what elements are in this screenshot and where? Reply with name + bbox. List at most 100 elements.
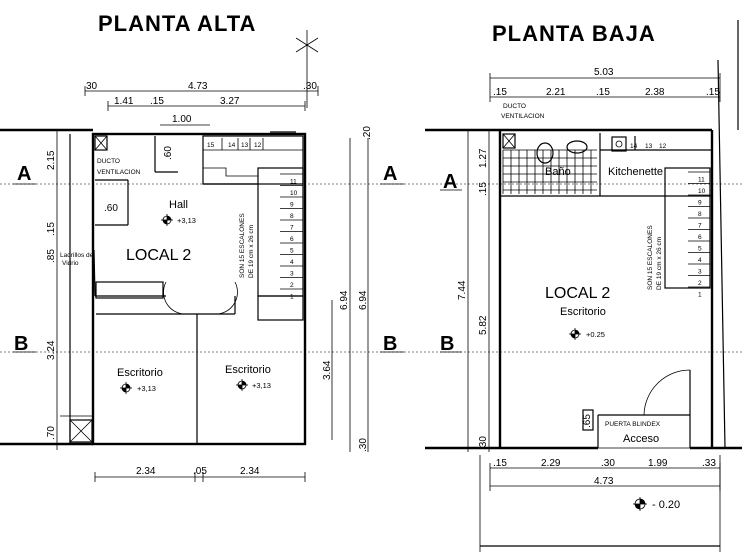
baja-ducto-label-1: DUCTO [503,103,526,110]
baja-step-num: 2 [698,280,702,287]
level-marker-icon [236,379,248,391]
alta-dim-top: 1.41 [114,96,134,107]
alta-dim-top: 3.27 [220,96,240,107]
alta-ducto-label-2: VENTILACION [97,169,141,176]
alta-ducto-label-1: DUCTO [97,158,120,165]
level-marker-icon [633,497,647,511]
level-marker-icon [161,214,173,226]
baja-dim-bottom: 1.99 [648,458,668,469]
alta-step-num: 14 [228,142,236,149]
baja-room-kitchenette: Kitchenette [608,166,663,178]
title-planta-alta: PLANTA ALTA [98,11,256,36]
baja-dim-bottom: .15 [493,458,507,469]
alta-step-num: 15 [207,142,215,149]
alta-step-num: 5 [290,248,294,255]
baja-dim-bottom: .33 [702,458,716,469]
alta-stairs-note-1: SON 15 ESCALONES [239,213,246,278]
axis-b-left: B [14,333,28,355]
alta-stairs [203,138,303,177]
baja-step-num: 3 [698,269,702,276]
alta-dim-left: 2.15 [46,150,57,170]
baja-dim-bottom: 2.29 [541,458,561,469]
alta-hall-level: +3,13 [177,216,196,225]
baja-puerta-label: PUERTA BLINDEX [605,421,661,428]
alta-step-num: 7 [290,225,294,232]
baja-dim-top: .15 [706,87,720,98]
alta-ladrillos-2: Vidrio [62,260,79,267]
baja-room-escritorio: Escritorio [560,306,606,318]
baja-step-num: 13 [645,143,653,150]
baja-dim-top: 2.38 [645,87,665,98]
alta-step-num: 13 [241,142,249,149]
baja-walls [425,20,742,552]
alta-dim-top: 4.73 [188,81,208,92]
alta-dim-60b: .60 [104,203,118,214]
alta-dim-bottom: .05 [193,466,207,477]
baja-escritorio-level: +0.25 [586,330,605,339]
baja-left-dimensions: 1.27 .15 7.44 5.82 .30 [457,130,490,452]
baja-dim-left: 7.44 [457,280,468,300]
alta-dim-left: .70 [46,426,57,440]
baja-dim-bottom: .30 [601,458,615,469]
alta-room-hall: Hall [169,199,188,211]
baja-top-dimensions: 5.03 .15 2.21 .15 2.38 .15 [489,67,721,102]
axis-b-mid: B [383,333,397,355]
alta-room-escritorio-2: Escritorio [225,364,271,376]
baja-stairs-note-1: SON 15 ESCALONES [647,225,654,290]
baja-dim-left: 5.82 [478,315,489,335]
alta-step-num: 12 [254,142,262,149]
alta-step-num: 2 [290,282,294,289]
baja-ducto-label-2: VENTILACION [501,113,545,120]
alta-dim-right: 6.94 [339,290,350,310]
baja-step-num: 11 [698,177,705,184]
alta-escritorio-1-level: +3,13 [137,384,156,393]
baja-dim-bottom: 4.73 [594,476,614,487]
alta-stairs-note-2: DE 19 cm x 26 cm [248,225,255,278]
alta-step-num: 11 [290,179,297,186]
alta-dim-top: 30 [86,81,98,92]
alta-dim-bottom: 2.34 [136,466,156,477]
alta-walls [0,128,307,446]
baja-exterior-level: - 0.20 [652,499,680,511]
baja-step-num: 12 [659,143,667,150]
alta-dim-left: .85 [46,249,57,263]
alta-dim-left: .15 [46,222,57,236]
baja-room-acceso: Acceso [623,433,659,445]
baja-step-num: 4 [698,257,702,264]
baja-step-num: 10 [698,188,706,195]
alta-dim-right: .30 [358,438,369,452]
baja-dim-top: .15 [493,87,507,98]
alta-step-num: 1 [290,294,294,301]
baja-step-num: 1 [698,292,702,299]
alta-left-dimensions: 2.15 .85 .15 3.24 .70 [46,130,58,450]
axis-a-right: A [443,171,457,193]
baja-dim-top: .15 [596,87,610,98]
baja-step-num: 7 [698,223,702,230]
alta-step-num: 4 [290,259,294,266]
alta-dim-right: 6.94 [358,290,369,310]
baja-step-num: 8 [698,211,702,218]
axis-a-left: A [17,163,31,185]
alta-dim-top: .30 [303,81,317,92]
alta-step-num: 9 [290,202,294,209]
baja-room-local: LOCAL 2 [545,285,610,302]
baja-stairs-note-2: DE 19 cm x 26 cm [656,237,663,290]
baja-dim-top: 2.21 [546,87,566,98]
alta-dim-top: 1.00 [172,114,192,125]
axis-a-mid: A [383,163,397,185]
alta-step-num: 10 [290,190,298,197]
baja-room-bano: Baño [545,166,571,178]
alta-ladrillos-1: Ladrillos de [60,252,94,259]
baja-bottom-dimensions: .15 2.29 .30 1.99 .33 4.73 [489,458,721,491]
north-arrow-icon [295,30,319,108]
alta-top-dimensions: 30 4.73 .30 1.41 .15 3.27 1.00 .20 [84,81,373,140]
alta-room-escritorio-1: Escritorio [117,367,163,379]
alta-dim-right: 3.64 [322,360,333,380]
baja-step-num: 14 [630,143,638,150]
axis-b-right: B [440,333,454,355]
title-planta-baja: PLANTA BAJA [492,21,656,46]
baja-step-num: 6 [698,234,702,241]
alta-escritorio-2-level: +3,13 [252,381,271,390]
alta-axis-lines [0,183,742,353]
